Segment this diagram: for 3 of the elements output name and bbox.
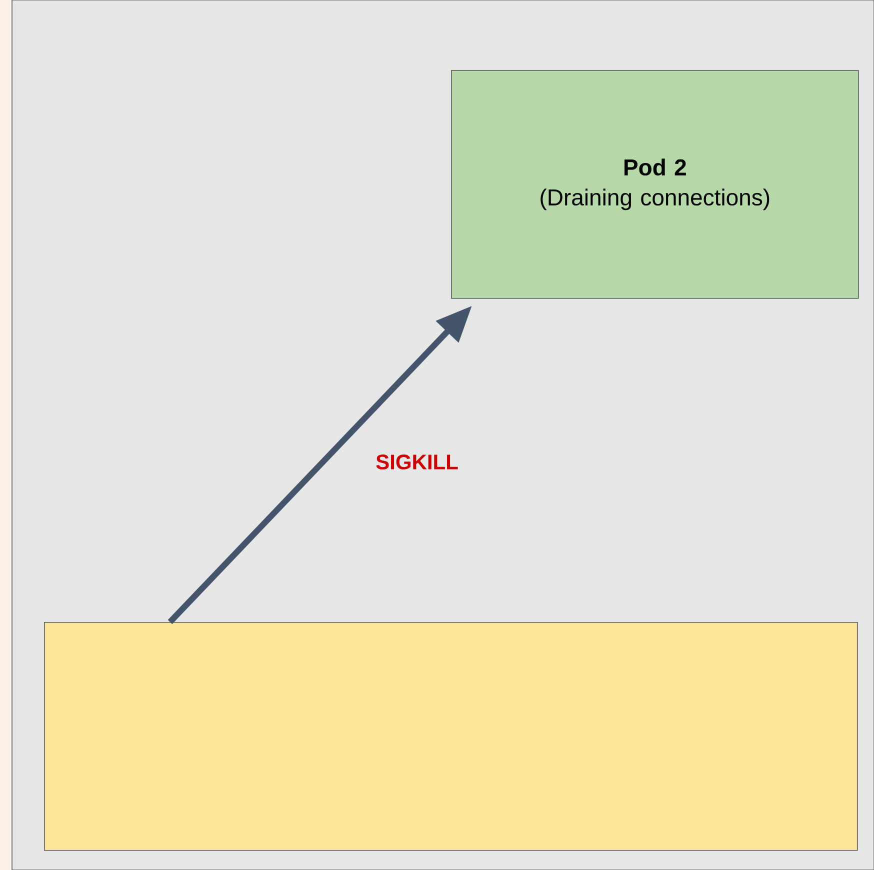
edge-label: SIGKILL bbox=[376, 454, 458, 470]
process-box: Pod 2 (Draining connections) bbox=[451, 70, 859, 299]
empty-box bbox=[44, 622, 858, 851]
